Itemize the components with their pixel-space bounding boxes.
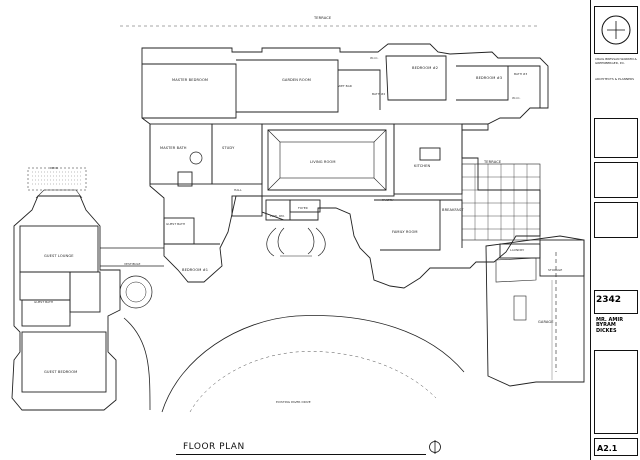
guest-bath-label: GUEST BATH xyxy=(166,222,186,226)
laundry-label: LAUNDRY xyxy=(510,248,525,252)
bedroom-1-label: BEDROOM #1 xyxy=(182,268,209,272)
pantry-label: PANTRY xyxy=(382,198,394,202)
guest-bath-2-label: GUEST BATH xyxy=(34,300,54,304)
garage-label: GARAGE xyxy=(538,320,554,324)
terrace-right-label: TERRACE xyxy=(484,160,502,164)
drive-label: EXISTING PAVER DRIVE xyxy=(276,400,311,404)
job-number: 2342 xyxy=(596,295,622,305)
wic-1-label: W.I.C. xyxy=(370,56,379,60)
notes-box xyxy=(594,350,638,434)
sheet-box xyxy=(594,438,638,456)
stamp-box-1 xyxy=(594,118,638,158)
firm-logo-icon xyxy=(601,15,631,45)
deck-outline xyxy=(27,167,87,191)
wet-bar-label: WET BAR xyxy=(338,84,352,88)
deck-label: DECK xyxy=(50,166,59,170)
bath-2-label: BATH #2 xyxy=(372,92,386,96)
study-label: STUDY xyxy=(222,146,235,150)
entry-stairs xyxy=(266,227,326,257)
family-room-label: FAMILY ROOM xyxy=(392,230,418,234)
kitchen-label: KITCHEN xyxy=(414,164,431,168)
storage-label: STORAGE xyxy=(548,268,563,272)
sheet-number: A2.1 xyxy=(597,444,618,453)
firm-logo-box xyxy=(594,6,638,54)
stamp-box-3 xyxy=(594,202,638,238)
hall-label: HALL xyxy=(234,188,242,192)
guest-bedroom-label: GUEST BEDROOM xyxy=(44,370,78,374)
north-arrow-icon xyxy=(429,440,441,454)
client-name: MR. AMIR BYRAM DICKES xyxy=(596,317,624,334)
terrace-top-label: TERRACE xyxy=(314,16,332,20)
stamp-box-2 xyxy=(594,162,638,198)
bedroom-2-label: BEDROOM #2 xyxy=(412,66,439,70)
guest-lounge-label: GUEST LOUNGE xyxy=(44,254,74,258)
breakfast-label: BREAKFAST xyxy=(442,208,464,212)
firm-text: CRAIG BRESSAN WARREN & GREENBERGER, P.C. xyxy=(595,57,637,65)
master-bath-label: MASTER BATH xyxy=(160,146,187,150)
garden-room-label: GARDEN ROOM xyxy=(282,78,311,82)
foyer-label: FOYER xyxy=(298,206,308,210)
address-text: ARCHITECTS & PLANNERS xyxy=(595,77,635,81)
main-house-outline xyxy=(141,43,549,289)
master-bedroom-label: MASTER BEDROOM xyxy=(172,78,209,82)
garage-outline xyxy=(485,235,585,387)
living-room-label: LIVING ROOM xyxy=(310,160,336,164)
pwd-rm-label: PWD. RM. xyxy=(270,214,285,218)
bedroom-3-label: BEDROOM #3 xyxy=(476,76,503,80)
wic-2-label: W.I.C. xyxy=(512,96,521,100)
title-underline xyxy=(176,454,426,455)
vestibule-label: VESTIBULE xyxy=(124,262,141,266)
plan-title: FLOOR PLAN xyxy=(183,442,245,452)
title-block: CRAIG BRESSAN WARREN & GREENBERGER, P.C.… xyxy=(590,0,640,460)
guest-wing-outline xyxy=(11,195,121,411)
paver-drive xyxy=(123,315,465,413)
job-box xyxy=(594,290,638,314)
bath-3-label: BATH #3 xyxy=(514,72,528,76)
